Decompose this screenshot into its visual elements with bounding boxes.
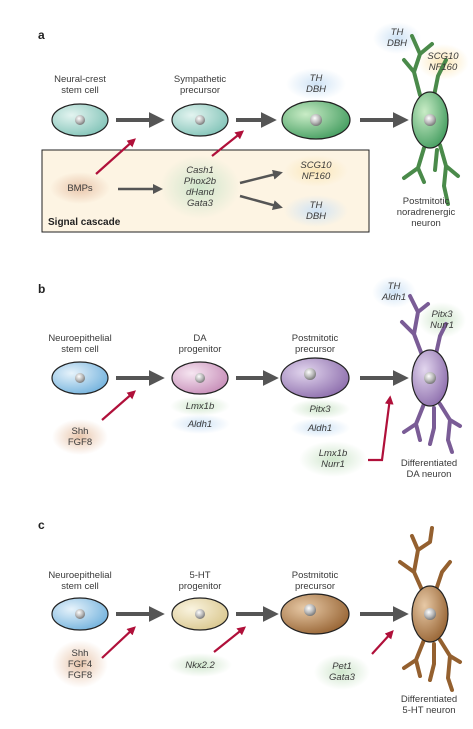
b-lmx1b-label: Lmx1b	[185, 401, 215, 412]
a-red-arrow-bmp	[95, 138, 136, 175]
a-out1-label: SCG10 NF160	[300, 160, 332, 182]
c-nkx-blob	[168, 653, 232, 677]
b-red-arrow-tf	[368, 395, 394, 462]
sympathetic-precursor-cell	[171, 103, 229, 137]
b-tf-blob	[299, 441, 367, 477]
sympathetic-precursor-th-cell	[281, 100, 351, 140]
b-signals-label: Shh FGF8	[67, 426, 93, 448]
b-cell2-label: DA progenitor	[178, 333, 222, 355]
c-red-arrow-nkx	[213, 626, 247, 653]
b-neuron-markers-1: TH Aldh1	[381, 281, 407, 303]
c-neuron-label: Differentiated 5-HT neuron	[400, 694, 458, 716]
c-cell3-label: Postmitotic precursor	[291, 570, 339, 592]
c-signals-blob	[52, 640, 108, 688]
ht-neuron	[398, 526, 462, 692]
b-pitx3-blob	[290, 399, 350, 419]
b-postmitotic-precursor-cell	[280, 357, 350, 399]
b-cell1-label: Neuroepithelial stem cell	[48, 333, 112, 355]
a-neuron-label: Postmitotic noradrenergic neuron	[396, 196, 456, 229]
b-neuron-marker1-blob	[372, 276, 416, 308]
a-box-arrow-3	[239, 194, 283, 210]
a-cell3-markers: TH DBH	[305, 73, 327, 95]
a-out2-label: TH DBH	[305, 200, 327, 222]
c-signals-label: Shh FGF4 FGF8	[67, 648, 93, 681]
b-tf-label: Lmx1b Nurr1	[318, 448, 348, 470]
b-pitx3-label: Pitx3	[309, 404, 331, 415]
c-nkx-label: Nkx2.2	[185, 660, 215, 671]
tf-blob-a	[160, 155, 240, 219]
a-box-arrow-2	[239, 169, 283, 185]
a-red-arrow-tf	[211, 130, 245, 157]
b-red-arrow-signals	[101, 390, 136, 421]
a-tf-label: Cash1 Phox2b dHand Gata3	[183, 165, 217, 209]
b-neuroepithelial-stem-cell	[51, 361, 109, 395]
panel-a-letter: a	[38, 28, 45, 42]
c-neuroepithelial-stem-cell	[51, 597, 109, 631]
a-cell2-label: Sympathetic precursor	[173, 74, 227, 96]
a-cell1-label: Neural-crest stem cell	[54, 74, 106, 96]
panel-b-letter: b	[38, 282, 46, 296]
b-signals-blob	[52, 419, 108, 455]
out2-blob	[284, 195, 348, 227]
c-cell2-label: 5-HT progenitor	[178, 570, 222, 592]
b-lmx1b-blob	[170, 396, 230, 416]
c-red-arrow-tf	[371, 630, 394, 655]
b-cell3-label: Postmitotic precursor	[291, 333, 339, 355]
out1-blob	[284, 155, 348, 187]
a-cell3-marker-blob	[286, 68, 346, 100]
b-aldh1-blob	[170, 414, 230, 434]
panel-c-letter: c	[38, 518, 45, 532]
da-progenitor-cell	[171, 361, 229, 395]
neural-crest-stem-cell	[51, 103, 109, 137]
b-aldh1b-blob	[290, 418, 350, 438]
signal-cascade-title: Signal cascade	[48, 217, 121, 228]
ht-progenitor-cell	[171, 597, 229, 631]
bmps-blob	[50, 172, 110, 204]
da-neuron	[400, 294, 462, 454]
bmps-label: BMPs	[67, 183, 93, 194]
b-aldh1-label: Aldh1	[187, 419, 213, 430]
b-neuron-label: Differentiated DA neuron	[400, 458, 458, 480]
b-aldh1b-label: Aldh1	[307, 423, 333, 434]
noradrenergic-neuron	[402, 34, 460, 206]
a-neuron-markers-1: TH DBH	[386, 27, 408, 49]
c-postmitotic-precursor-cell	[280, 593, 350, 635]
a-neuron-marker1-blob	[373, 22, 421, 54]
a-neuron-markers-2: SCG10 NF160	[427, 51, 459, 73]
c-tf-label: Pet1 Gata3	[329, 661, 355, 683]
b-neuron-marker2-blob	[418, 302, 466, 338]
c-cell1-label: Neuroepithelial stem cell	[48, 570, 112, 592]
c-red-arrow-signals	[101, 626, 136, 659]
b-neuron-markers-2: Pitx3 Nurr1	[430, 309, 454, 331]
c-tf-blob	[314, 654, 370, 690]
